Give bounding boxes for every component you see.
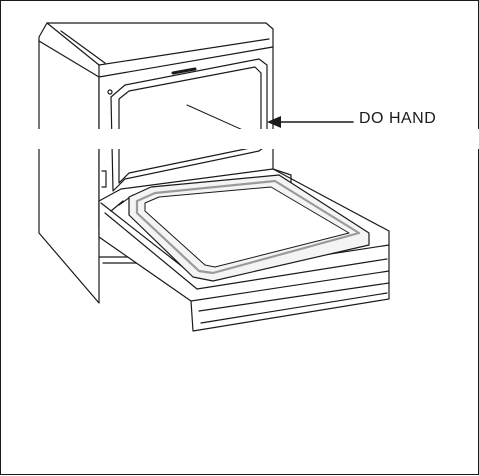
baking-tray (128, 174, 370, 282)
callout-label: DO HAND (359, 110, 437, 127)
callout-arrow (267, 116, 354, 128)
image-gap-band (2, 129, 479, 149)
